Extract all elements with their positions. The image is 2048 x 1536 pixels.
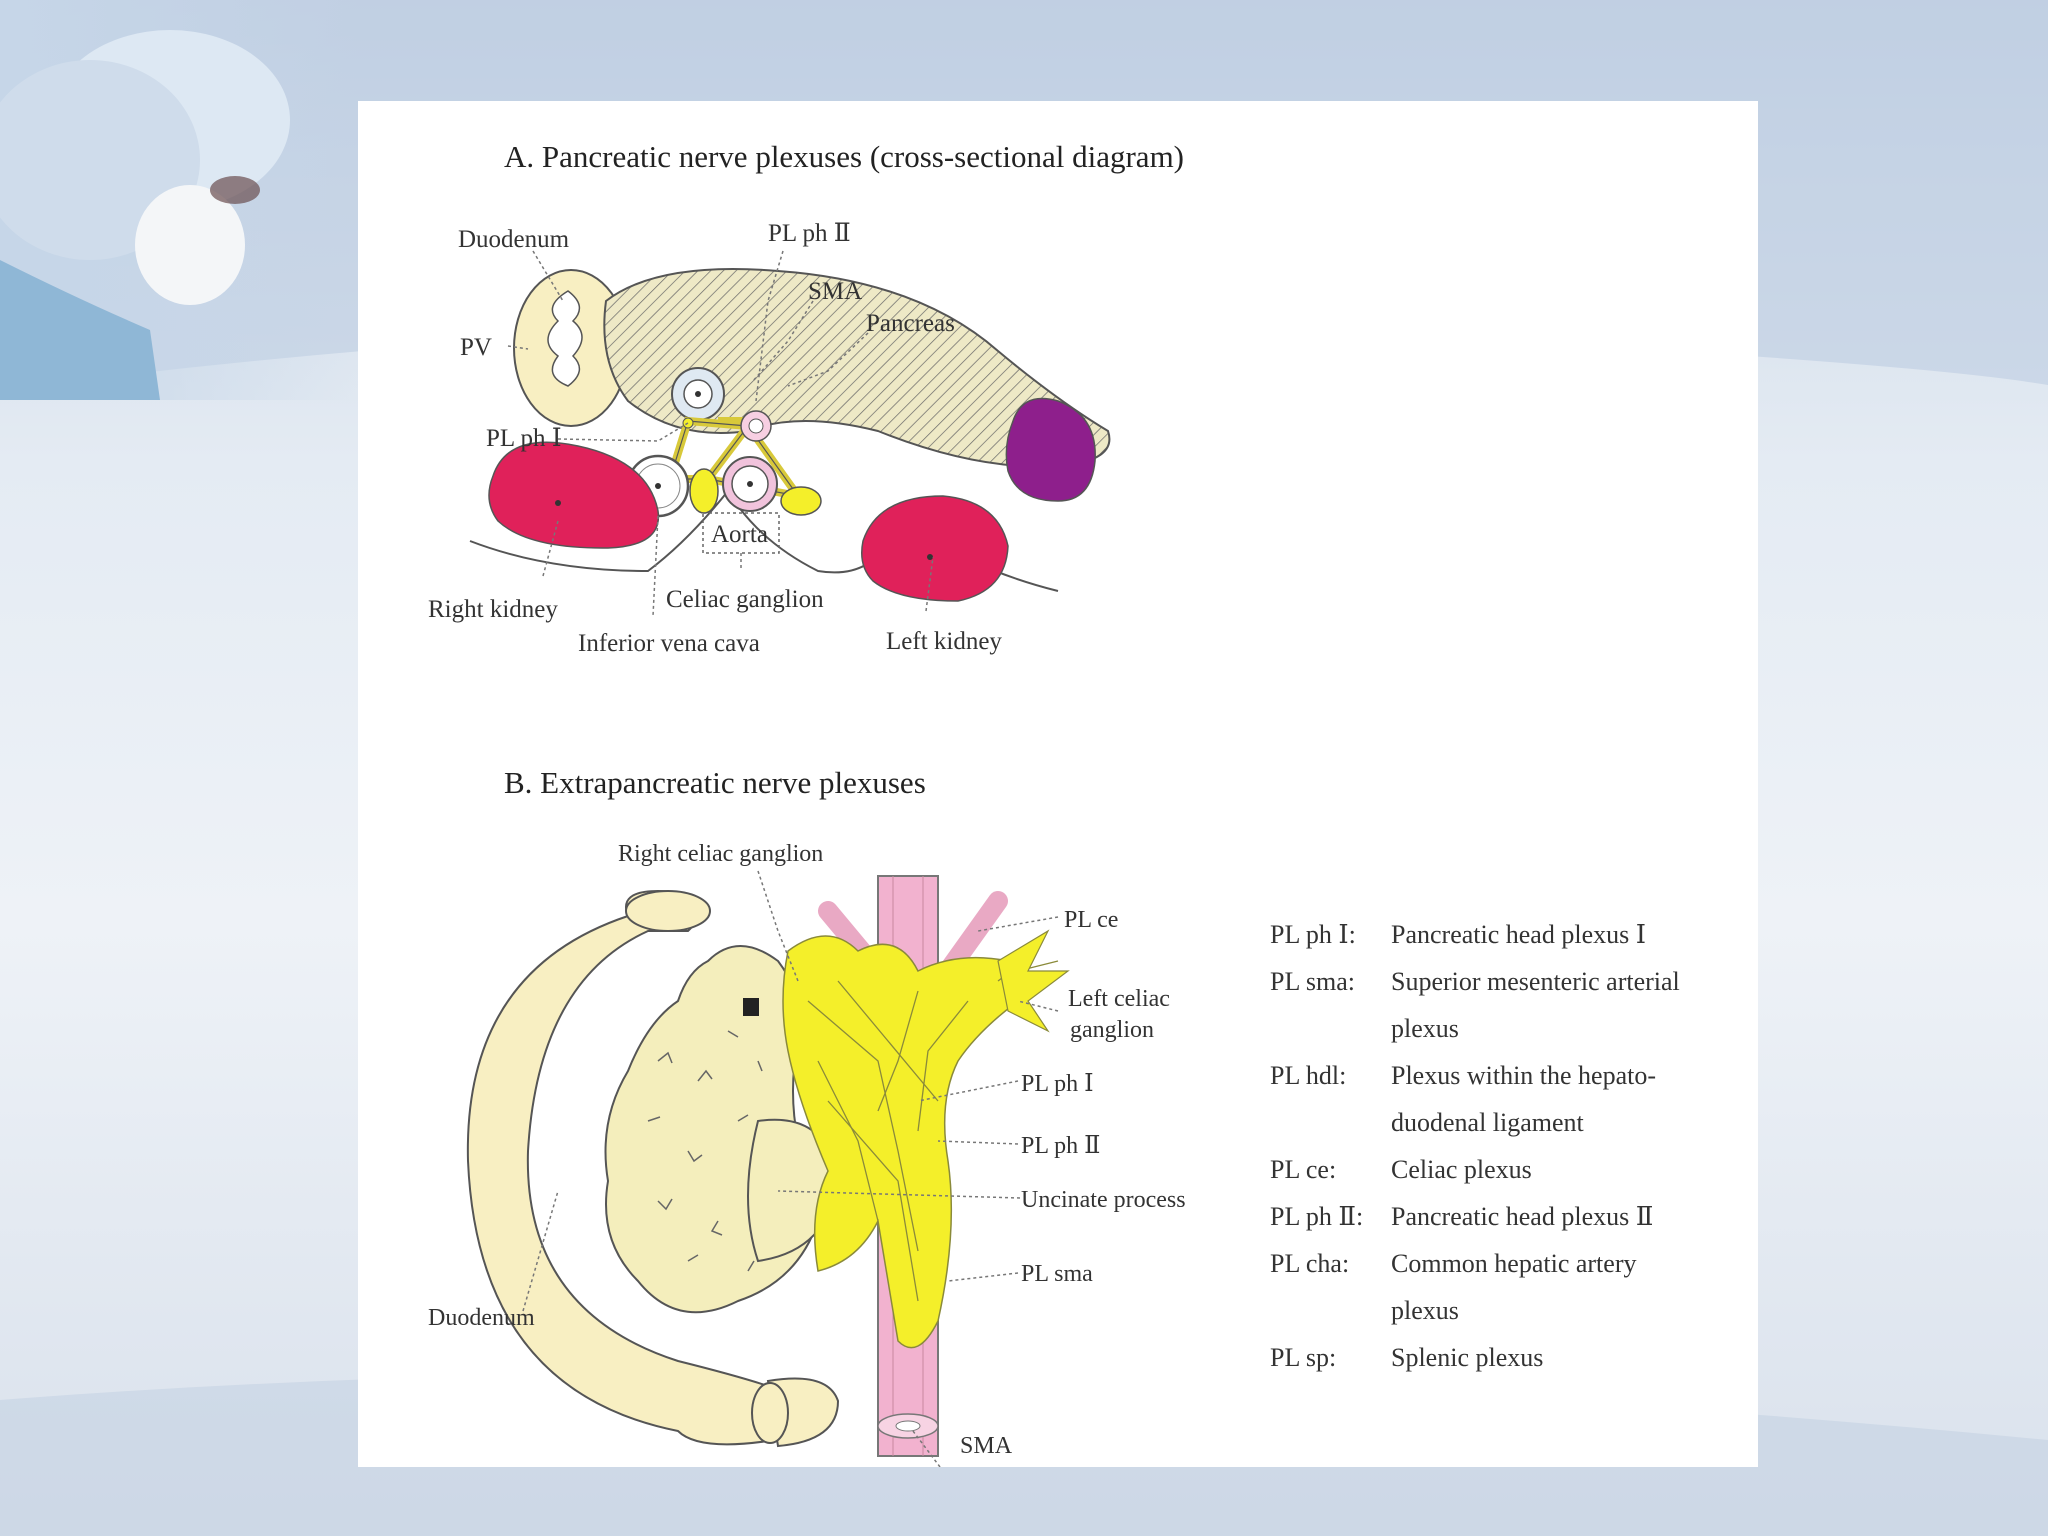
label-sma-b: SMA: [960, 1433, 1013, 1459]
label-pl-sma: PL sma: [1021, 1261, 1093, 1287]
label-left-celiac-ganglion-1: Left celiac: [1068, 986, 1170, 1012]
label-pl-ph-ii-a: PL ph Ⅱ: [768, 220, 851, 247]
legend-row: PL sp:Splenic plexus: [1270, 1343, 1544, 1372]
celiac-ganglion-left: [780, 486, 822, 516]
label-pl-ph-i-a: PL ph Ⅰ: [486, 425, 562, 452]
slide-figure-card: A. Pancreatic nerve plexuses (cross-sect…: [358, 101, 1758, 1467]
label-sma-a: SMA: [808, 278, 862, 305]
diagram-a-title: A. Pancreatic nerve plexuses (cross-sect…: [504, 139, 1185, 174]
label-pancreas: Pancreas: [866, 310, 955, 337]
label-left-kidney: Left kidney: [886, 628, 1002, 655]
diagram-b-extrapancreatic: Right celiac ganglion PL ce Left celiac …: [428, 841, 1186, 1467]
diagram-b-title: B. Extrapancreatic nerve plexuses: [504, 765, 926, 800]
surgeon-photo: [0, 0, 360, 400]
legend-row: PL ph Ⅱ:Pancreatic head plexus Ⅱ: [1270, 1202, 1654, 1231]
label-pv: PV: [460, 334, 492, 361]
legend-row: plexus: [1391, 1014, 1459, 1043]
label-pl-ph-ii-b: PL ph Ⅱ: [1021, 1133, 1100, 1159]
legend-row: plexus: [1391, 1296, 1459, 1325]
label-right-kidney: Right kidney: [428, 596, 558, 623]
label-celiac-ganglion: Celiac ganglion: [666, 586, 824, 613]
diagram-a-cross-section: Duodenum PL ph Ⅱ SMA Pancreas PV PL ph Ⅰ…: [428, 220, 1111, 657]
left-kidney-shape: [861, 495, 1009, 602]
label-inferior-vena-cava: Inferior vena cava: [578, 630, 760, 657]
label-duodenum-b: Duodenum: [428, 1305, 535, 1331]
label-pl-ce: PL ce: [1064, 907, 1118, 933]
nerve-plexus: [782, 935, 1027, 1349]
label-uncinate-process: Uncinate process: [1021, 1187, 1186, 1213]
legend-row: PL ph Ⅰ:Pancreatic head plexus Ⅰ: [1270, 920, 1646, 949]
legend-row: PL cha:Common hepatic artery: [1270, 1249, 1637, 1278]
label-duodenum-a: Duodenum: [458, 226, 570, 253]
legend-row: PL ce:Celiac plexus: [1270, 1155, 1532, 1184]
label-aorta: Aorta: [711, 521, 768, 548]
label-pl-ph-i-b: PL ph Ⅰ: [1021, 1071, 1094, 1097]
abbreviation-legend: PL ph Ⅰ:Pancreatic head plexus Ⅰ PL sma:…: [1270, 911, 1740, 1381]
label-left-celiac-ganglion-2: ganglion: [1070, 1017, 1154, 1043]
bile-duct-marker: [743, 998, 759, 1016]
legend-row: PL hdl:Plexus within the hepato-: [1270, 1061, 1657, 1090]
legend-row: duodenal ligament: [1391, 1108, 1584, 1137]
spleen-shape: [1005, 397, 1096, 502]
legend-row: PL sma:Superior mesenteric arterial: [1270, 967, 1680, 996]
label-right-celiac-ganglion: Right celiac ganglion: [618, 841, 823, 867]
right-kidney-shape: [488, 441, 660, 549]
